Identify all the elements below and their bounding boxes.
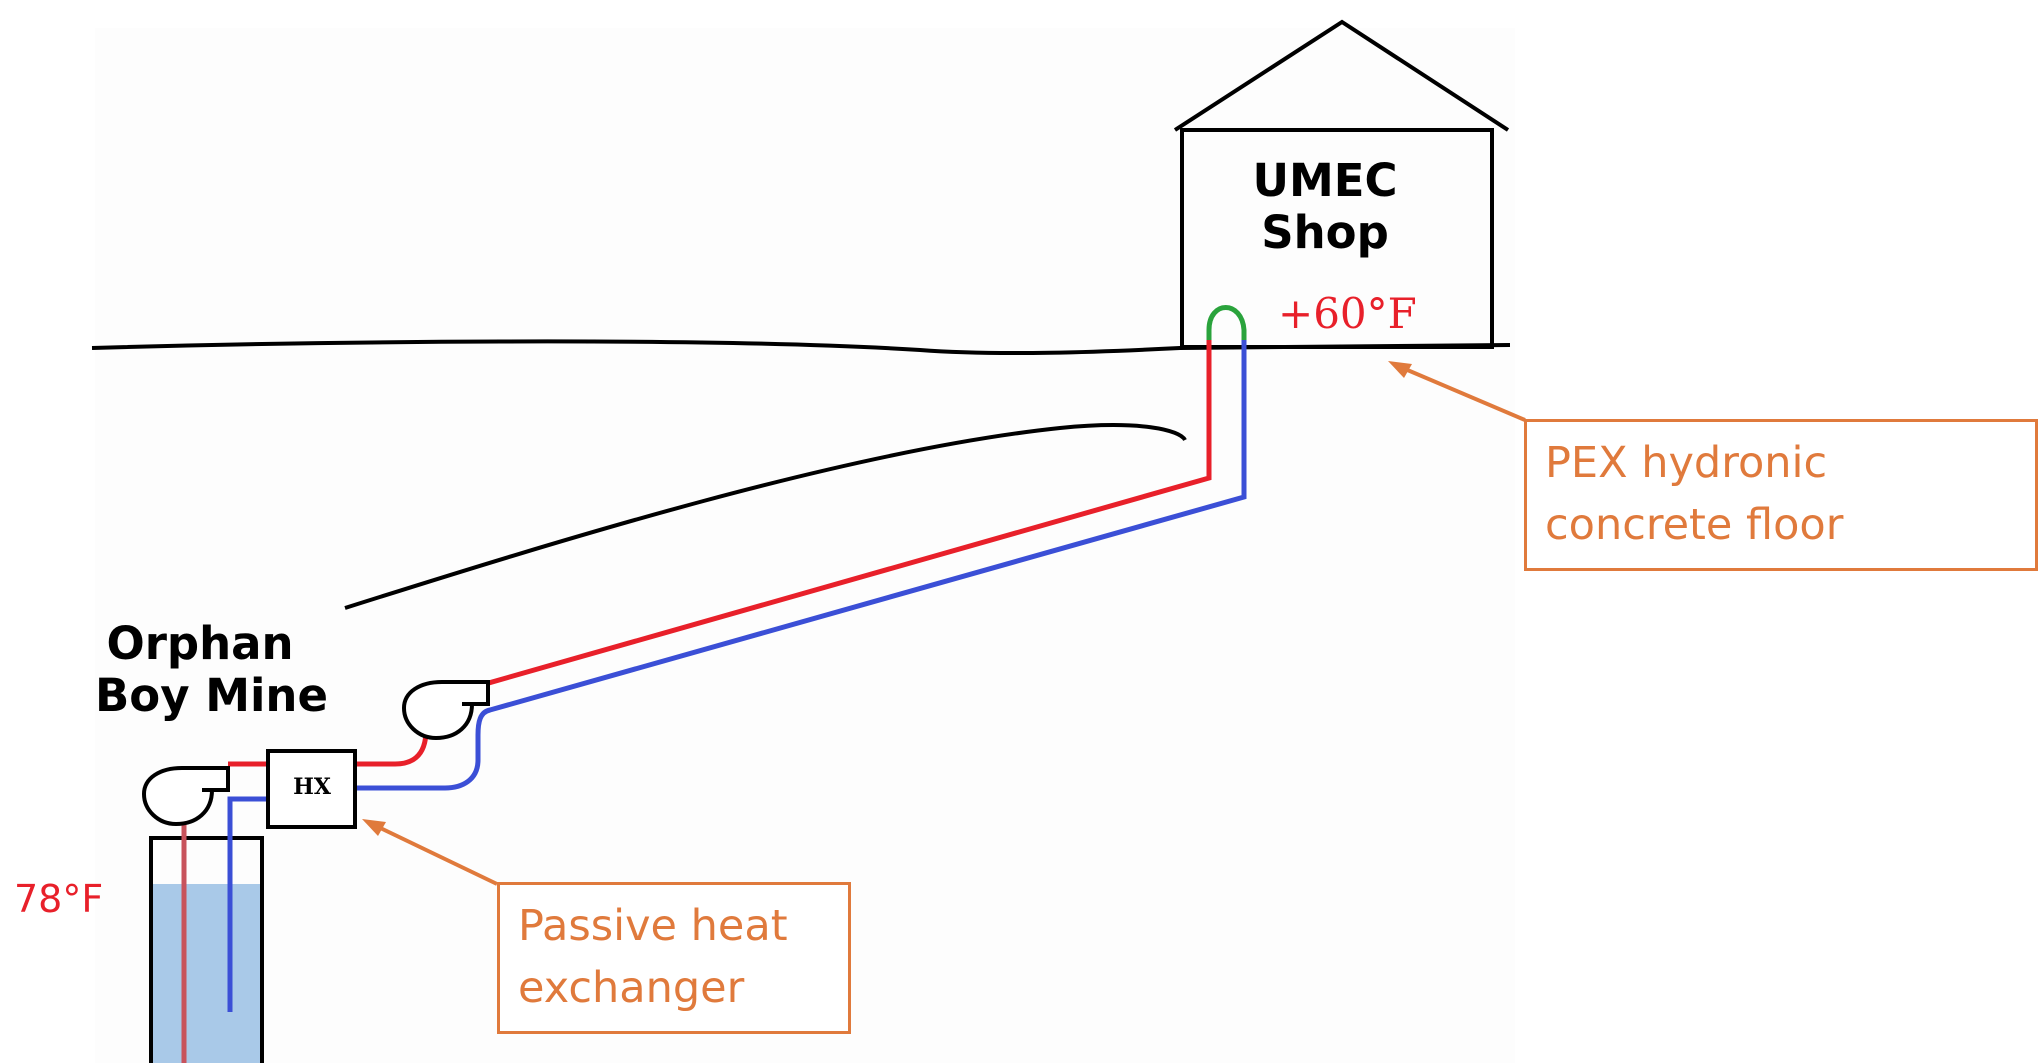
cold-return-pipe	[355, 340, 1247, 791]
floor-callout-arrow	[1388, 361, 1526, 422]
floor-callout-line1: PEX hydronic	[1545, 438, 1828, 488]
shop-label: UMEC Shop	[1230, 155, 1420, 259]
mine-water	[151, 884, 260, 1063]
mine-label: Orphan Boy Mine	[95, 617, 328, 722]
mine-label-line1: Orphan	[106, 617, 294, 670]
shop-temperature: +60°F	[1278, 289, 1417, 338]
floor-loop-pipe	[1206, 305, 1247, 340]
mine-temperature: 78°F	[14, 877, 104, 921]
mine-shaft	[149, 836, 264, 1063]
heat-exchanger-icon	[266, 749, 357, 829]
hx-callout-line2: exchanger	[518, 963, 745, 1014]
mine-pump-icon	[141, 766, 230, 827]
hx-callout-arrow	[362, 819, 498, 886]
shop-label-line2: Shop	[1261, 205, 1389, 259]
mine-label-line2: Boy Mine	[95, 668, 328, 722]
floor-callout-line2: concrete floor	[1545, 500, 1844, 551]
heat-exchanger-label: HX	[293, 774, 331, 800]
building-roof	[1173, 19, 1510, 132]
building-walls	[1180, 128, 1494, 349]
floor-callout-box: PEX hydronic concrete floor	[1524, 419, 2038, 571]
mine-shaft-walls	[149, 836, 264, 1063]
hx-callout-box: Passive heat exchanger	[497, 882, 851, 1034]
hx-callout-line1: Passive heat	[518, 901, 788, 951]
ground-line	[91, 339, 1511, 356]
transfer-pump-icon	[401, 680, 490, 741]
umec-shop-building	[1173, 19, 1510, 349]
hill-contour	[344, 423, 1187, 610]
shop-label-line1: UMEC	[1252, 154, 1398, 207]
